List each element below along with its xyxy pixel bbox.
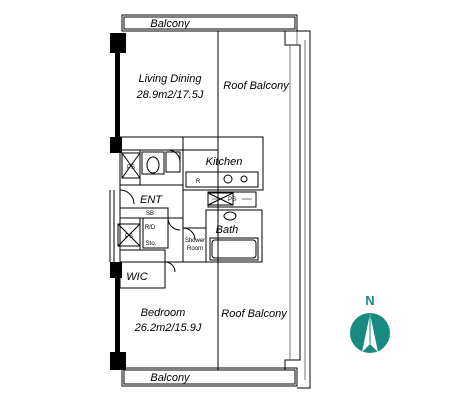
washbasin-fixture — [223, 211, 237, 221]
ps-label-1: PS — [127, 165, 135, 171]
entrance-label: ENT — [140, 194, 163, 206]
shower-room-label-line2: Room — [187, 246, 203, 252]
sb-label: SB — [146, 211, 154, 217]
rd-label: R/D — [145, 225, 156, 231]
bedroom-area: 26.2m2/15.9J — [134, 322, 202, 334]
pipe-shaft-1 — [121, 152, 141, 179]
kitchen-label: Kitchen — [206, 156, 243, 168]
storage-label: Sto. — [146, 241, 157, 247]
pipe-shaft-3 — [207, 192, 234, 206]
living-dining-area: 28.9m2/17.5J — [136, 89, 204, 101]
pipe-shaft-2 — [117, 223, 141, 247]
roof-balcony-area — [217, 30, 311, 389]
bath-label: Bath — [216, 224, 239, 236]
ps-label-3: PS — [228, 197, 236, 203]
living-dining-label: Living Dining — [139, 73, 203, 85]
toilet-fixture — [141, 151, 181, 175]
north-compass: N — [350, 293, 390, 353]
door-swings — [119, 149, 196, 273]
refrigerator-label: R — [196, 179, 201, 185]
wall-windows — [109, 190, 115, 262]
ps-label-2: PS — [125, 234, 133, 240]
bedroom-label: Bedroom — [141, 307, 186, 319]
balcony-bottom-label: Balcony — [150, 372, 191, 384]
wic-label: WIC — [126, 271, 147, 283]
balcony-top — [121, 14, 298, 32]
shower-room-label-line1: Shower — [185, 238, 205, 244]
balcony-bottom — [121, 367, 298, 387]
north-label: N — [365, 293, 374, 308]
roof-balcony-top-label: Roof Balcony — [223, 80, 290, 92]
balcony-top-label: Balcony — [150, 18, 191, 30]
roof-balcony-bottom-label: Roof Balcony — [221, 308, 288, 320]
exterior-wall-left — [110, 33, 126, 370]
